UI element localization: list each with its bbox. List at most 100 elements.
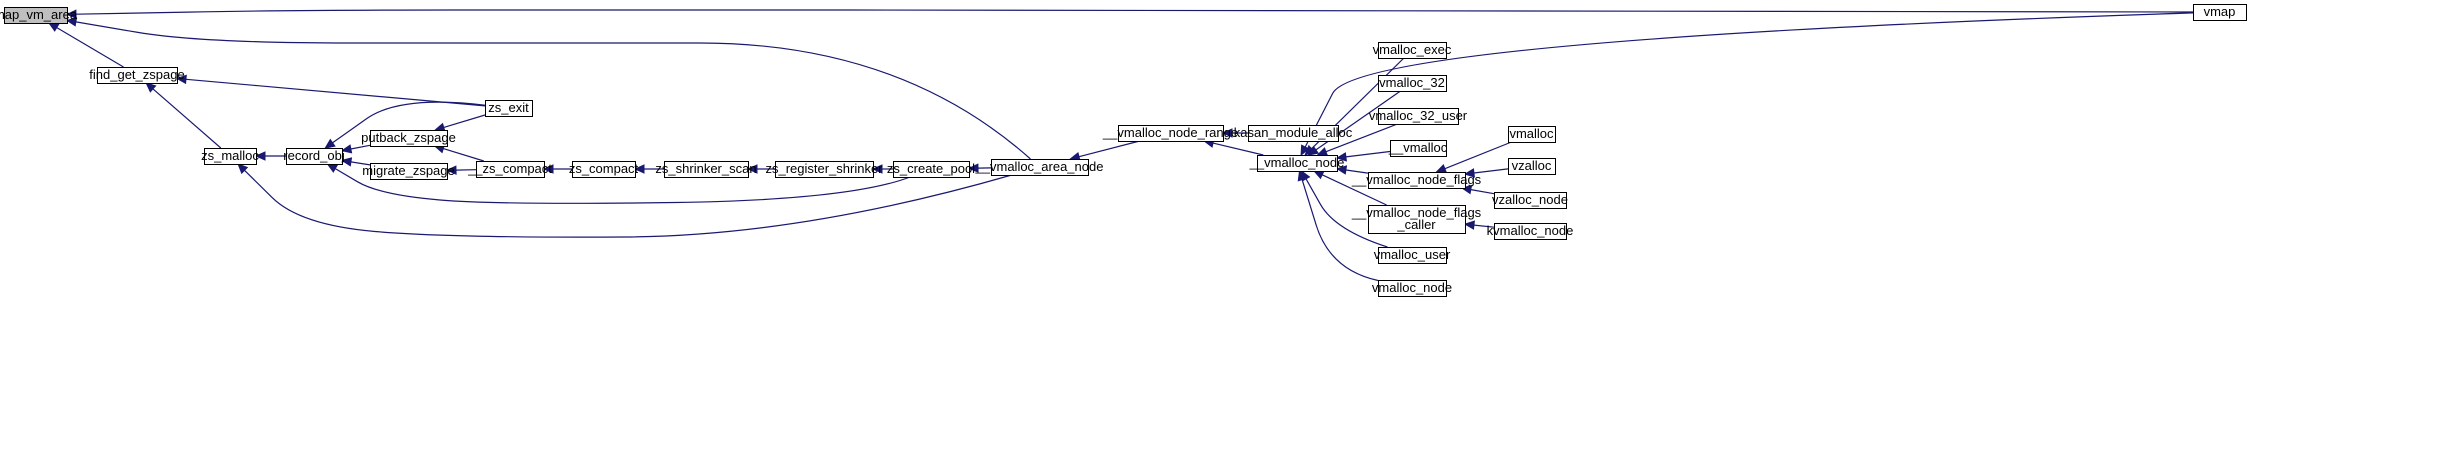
edge-zs-exit-to-record-obj (332, 101, 486, 144)
node-zs-create-pool[interactable]: zs_create_pool (887, 161, 975, 178)
edge-zs-compact-to-putback-zspage (443, 148, 484, 162)
node-vmalloc-node-flags[interactable]: __vmalloc_node_flags (1351, 172, 1482, 189)
node-box (991, 159, 1089, 176)
node-vmalloc[interactable]: vmalloc (1508, 126, 1556, 143)
edge-vmalloc-area-node-to-map-vm-area (75, 21, 1031, 160)
node-zs-shrinker-scan[interactable]: zs_shrinker_scan (655, 161, 757, 178)
node-label: vmalloc_user (1374, 247, 1451, 262)
arrowhead-icon (1335, 165, 1348, 175)
edge-vmalloc-node-to-vmalloc-node-range (1212, 142, 1264, 156)
node-box (1508, 126, 1556, 143)
node-record-obj[interactable]: record_obj (283, 148, 345, 165)
node-box (286, 148, 343, 165)
arrowhead-icon (746, 164, 758, 174)
node-vmalloc-32[interactable]: vmalloc_32 (1378, 75, 1447, 92)
node-box (1257, 155, 1338, 172)
arrowhead-icon (445, 165, 457, 175)
node-box (1368, 205, 1466, 234)
node-label: vmalloc_32_user (1369, 108, 1468, 123)
node-label: vzalloc (1512, 158, 1552, 173)
node-label: kvmalloc_node (1487, 223, 1574, 238)
node-box (775, 161, 874, 178)
node-box (572, 161, 636, 178)
node-vmalloc-exec[interactable]: vmalloc_exec (1373, 42, 1452, 59)
node-label: zs_exit (488, 100, 529, 115)
node-label: __vmalloc_area_node (975, 159, 1104, 174)
node-box (485, 100, 533, 117)
edge-vmalloc-user-to-vmalloc-node (1305, 178, 1388, 248)
edge-find-get-zspage-to-map-vm-area (56, 27, 124, 68)
arrowhead-icon (340, 157, 353, 167)
node-kasan-module-alloc[interactable]: kasan_module_alloc (1234, 125, 1353, 142)
node-vmalloc-user[interactable]: vmalloc_user (1374, 247, 1451, 264)
node-vzalloc[interactable]: vzalloc (1508, 158, 1556, 175)
node-zs-register-shrinker[interactable]: zs_register_shrinker (765, 161, 883, 178)
node-migrate-zspage[interactable]: migrate_zspage (362, 163, 455, 180)
node-box (1368, 172, 1466, 189)
node-box (1508, 158, 1556, 175)
node-box (1378, 247, 1447, 264)
node-vmap[interactable]: vmap (2193, 4, 2247, 21)
arrowhead-icon (340, 144, 353, 154)
node-find-get-zspage[interactable]: find_get_zspage (89, 67, 185, 84)
arrowhead-icon (1297, 169, 1307, 182)
node-kvmalloc-node[interactable]: kvmalloc_node (1487, 223, 1574, 240)
node-zs-compact[interactable]: __zs_compact (467, 161, 552, 178)
arrowhead-icon (967, 163, 979, 173)
edge-vmalloc-node-range-to-vmalloc-area-node (1078, 140, 1140, 158)
node-box (97, 67, 178, 84)
node-zs-exit[interactable]: zs_exit (485, 100, 533, 117)
edge-vmalloc-area-node-to-zs-malloc (244, 169, 1012, 238)
edge-vmalloc-node-to-vmalloc-node (1301, 179, 1379, 282)
node-label: zs_malloc (201, 148, 259, 163)
arrowhead-icon (254, 151, 266, 161)
arrowhead-icon (1312, 170, 1325, 180)
edge-vmalloc-node-flags-to-vmalloc-node (1345, 169, 1369, 174)
node-box (476, 161, 545, 178)
node-putback-zspage[interactable]: putback_zspage (361, 130, 456, 147)
node-label: zs_shrinker_scan (655, 161, 756, 176)
node-vmalloc-32-user[interactable]: vmalloc_32_user (1369, 108, 1468, 125)
edge-vmap-to-map-vm-area (75, 9, 2194, 15)
edge-putback-zspage-to-record-obj (350, 144, 371, 150)
edge-kvmalloc-node-to-vmalloc-node-flags-caller (1473, 224, 1495, 228)
node-vmalloc-node-flags-caller[interactable]: __vmalloc_node_flags_caller (1351, 205, 1482, 234)
node-vmalloc-node-range[interactable]: __vmalloc_node_range (1102, 125, 1238, 142)
node-label: map_vm_area (0, 7, 78, 22)
node-box (204, 148, 257, 165)
arrowhead-icon (175, 74, 187, 85)
node-vmalloc-area-node[interactable]: __vmalloc_area_node (975, 159, 1104, 176)
node-label: vmalloc_exec (1373, 42, 1452, 57)
arrowhead-icon (326, 163, 339, 173)
node-label: zs_compact (569, 161, 639, 176)
node-zs-malloc[interactable]: zs_malloc (201, 148, 259, 165)
node-box (370, 163, 448, 180)
node-map-vm-area[interactable]: map_vm_area (0, 7, 78, 24)
arrowhead-icon (633, 164, 645, 174)
node-zs-compact[interactable]: zs_compact (569, 161, 639, 178)
node-box (1378, 42, 1447, 59)
node-vmalloc[interactable]: __vmalloc (1388, 140, 1448, 157)
arrowhead-icon (237, 163, 249, 175)
edge-zs-create-pool-to-record-obj (334, 168, 911, 204)
node-label: __vmalloc_node_range (1102, 125, 1238, 140)
node-label: vzalloc_node (1492, 192, 1568, 207)
node-vzalloc-node[interactable]: vzalloc_node (1492, 192, 1568, 209)
node-label: vmap (2204, 4, 2236, 19)
node-label: __vmalloc (1388, 140, 1448, 155)
node-label: find_get_zspage (89, 67, 184, 82)
node-box (1494, 192, 1567, 209)
arrowhead-icon (1300, 144, 1310, 157)
node-vmalloc-node[interactable]: __vmalloc_node (1249, 155, 1345, 172)
nodes-layer: map_vm_area vmap find_get_zspage zs_exit zs_… (0, 4, 2247, 297)
node-label: putback_zspage (361, 130, 456, 145)
edge-vmalloc-node-flags-caller-to-vmalloc-node (1321, 174, 1387, 206)
node-label: vmalloc_node (1372, 280, 1452, 295)
node-box (1378, 75, 1447, 92)
edge-zs-malloc-to-find-get-zspage (152, 88, 222, 149)
node-label: record_obj (283, 148, 345, 163)
node-vmalloc-node[interactable]: vmalloc_node (1372, 280, 1452, 297)
node-box (1248, 125, 1339, 142)
node-label: __zs_compact (467, 161, 552, 176)
